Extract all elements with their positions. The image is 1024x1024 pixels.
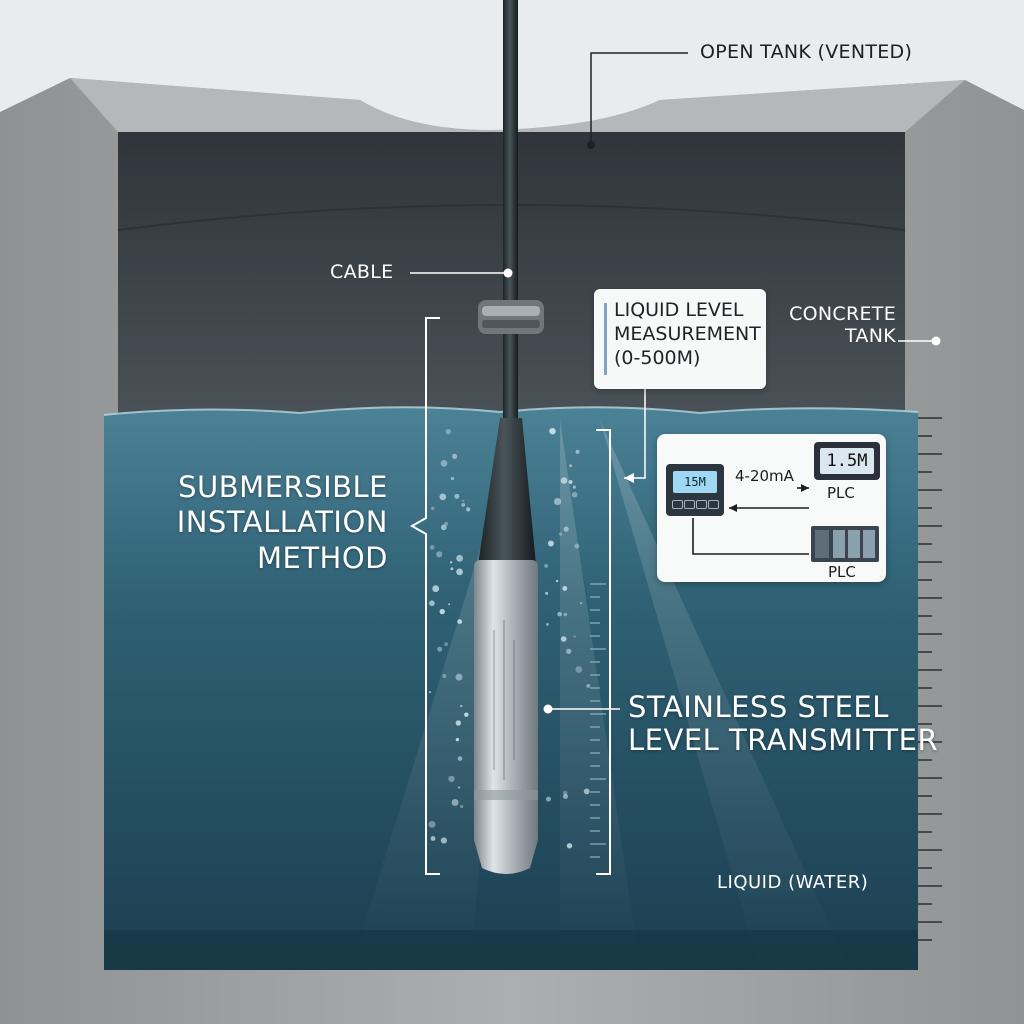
label-cable: CABLE: [330, 261, 394, 283]
callout-text: LIQUID LEVEL MEASUREMENT (0-500M): [614, 299, 761, 370]
callout-line3: (0-500M): [614, 346, 701, 369]
callout-line1: LIQUID LEVEL: [614, 299, 744, 321]
label-submersible-line1: SUBMERSIBLE: [178, 470, 388, 504]
water-surface-sheen: [103, 406, 919, 416]
level-transmitter-body: [474, 560, 538, 874]
panel-meter-screen: 15M: [673, 471, 717, 493]
plc-top-label: PLC: [827, 484, 855, 502]
leader-cable-dot: [503, 268, 513, 278]
callout-line2: MEASUREMENT: [614, 322, 761, 345]
label-concrete-tank-line1: CONCRETE: [789, 303, 896, 325]
label-transmitter-line2: LEVEL TRANSMITTER: [628, 723, 939, 758]
strain-relief: [478, 418, 536, 565]
plc-rack-modules: [815, 530, 875, 558]
meter-button-4: [708, 500, 719, 509]
meter-button-3: [696, 500, 707, 509]
label-open-tank: OPEN TANK (VENTED): [700, 41, 913, 63]
measurement-callout: LIQUID LEVEL MEASUREMENT (0-500M): [594, 289, 766, 389]
leader-concrete-dot: [931, 336, 941, 346]
measurement-bracket: [596, 429, 611, 875]
plc-bottom-label: PLC: [828, 563, 856, 581]
tank-floor: [104, 930, 918, 970]
panel-meter: 15M: [666, 464, 724, 516]
signal-type-label: 4-20mA: [735, 467, 794, 485]
depth-scale: [918, 417, 942, 941]
measurement-ticks: [590, 583, 606, 858]
meter-button-1: [672, 500, 683, 509]
leader-transmitter-dot: [543, 704, 553, 714]
plc-display: 1.5M: [814, 442, 880, 480]
leader-open-tank-dot: [587, 141, 595, 149]
label-transmitter-line1: STAINLESS STEEL: [628, 690, 889, 724]
cable: [503, 0, 518, 420]
signal-panel: 15M 4-20mA 1.5M PLC PLC: [657, 434, 886, 582]
leader-open-tank: [590, 52, 688, 145]
bubbles: [428, 428, 591, 849]
callout-accent-bar: [604, 303, 607, 375]
label-submersible-line2: INSTALLATION: [176, 505, 388, 540]
plc-rack: [811, 526, 879, 562]
label-concrete-tank-line2: TANK: [844, 324, 896, 347]
label-submersible-line3: METHOD: [256, 540, 388, 575]
meter-button-2: [684, 500, 695, 509]
label-submersible-installation: SUBMERSIBLE INSTALLATION METHOD: [150, 470, 388, 576]
tank-rim-top: [70, 78, 965, 132]
label-level-transmitter: STAINLESS STEEL LEVEL TRANSMITTER: [628, 690, 939, 758]
plc-display-screen: 1.5M: [820, 448, 874, 474]
installation-bracket: [409, 317, 440, 875]
signal-panel-wiring: [692, 484, 809, 555]
cable-clamp: [478, 300, 544, 334]
label-concrete-tank: CONCRETE TANK: [776, 303, 896, 348]
leader-measurement-arrow: [624, 473, 634, 483]
label-liquid-water: LIQUID (WATER): [717, 872, 869, 893]
